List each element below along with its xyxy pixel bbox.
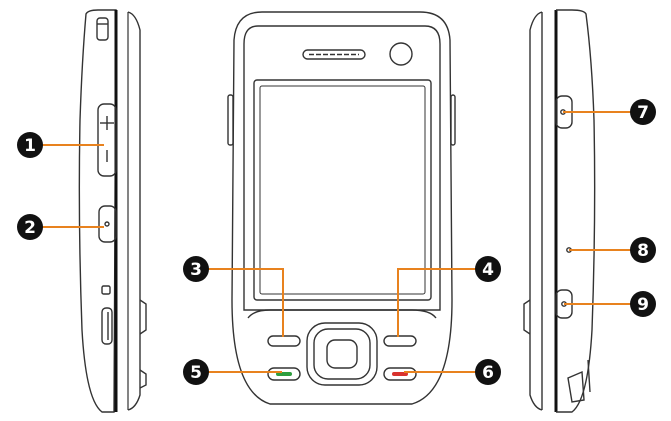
stylus-top bbox=[567, 370, 585, 403]
leader-line-4 bbox=[397, 268, 478, 337]
callout-5: 5 bbox=[183, 359, 209, 385]
callout-badge-2 bbox=[17, 214, 43, 240]
left-soft-key bbox=[267, 335, 301, 347]
left-side-back-curve bbox=[127, 11, 141, 411]
callout-badge-3 bbox=[183, 256, 209, 282]
callout-number-7: 7 bbox=[637, 103, 649, 123]
callout-number-5: 5 bbox=[190, 363, 202, 383]
callout-number-1: 1 bbox=[24, 136, 36, 156]
volume-rocker bbox=[97, 103, 117, 177]
right-soft-key bbox=[383, 335, 417, 347]
comm-manager-button bbox=[98, 205, 117, 243]
callout-badge-4 bbox=[475, 256, 501, 282]
left-side-view bbox=[78, 9, 147, 413]
callout-number-3: 3 bbox=[190, 260, 202, 280]
front-view bbox=[227, 11, 456, 405]
callout-1: 1 bbox=[17, 132, 43, 158]
callout-badge-5 bbox=[183, 359, 209, 385]
callout-8: 8 bbox=[630, 237, 656, 263]
stylus-slot bbox=[96, 17, 109, 41]
callout-number-6: 6 bbox=[482, 363, 494, 383]
callout-badge-8 bbox=[630, 237, 656, 263]
callout-9: 9 bbox=[630, 291, 656, 317]
callout-badge-1 bbox=[17, 132, 43, 158]
callout-number-2: 2 bbox=[24, 218, 36, 238]
callout-3: 3 bbox=[183, 256, 209, 282]
callout-6: 6 bbox=[475, 359, 501, 385]
callout-badge-6 bbox=[475, 359, 501, 385]
right-side-front-curve bbox=[529, 11, 543, 411]
screen bbox=[253, 79, 432, 301]
enter-button bbox=[326, 339, 358, 369]
card-slot bbox=[101, 307, 113, 345]
callout-number-9: 9 bbox=[637, 295, 649, 315]
navigation-pad-ring bbox=[306, 322, 378, 386]
callout-7: 7 bbox=[630, 99, 656, 125]
talk-key bbox=[267, 367, 301, 381]
slider-panel bbox=[243, 25, 441, 311]
front-body bbox=[231, 11, 453, 405]
left-side-body bbox=[78, 9, 117, 413]
callout-badge-9 bbox=[630, 291, 656, 317]
leader-line-3 bbox=[206, 268, 284, 337]
card-icon bbox=[101, 285, 111, 295]
right-side-view bbox=[523, 9, 596, 413]
right-side-body bbox=[556, 9, 596, 413]
callout-number-4: 4 bbox=[482, 260, 494, 280]
front-camera bbox=[389, 42, 413, 66]
leader-lines bbox=[42, 111, 632, 373]
callout-badge-7 bbox=[630, 99, 656, 125]
callout-4: 4 bbox=[475, 256, 501, 282]
callout-2: 2 bbox=[17, 214, 43, 240]
earpiece bbox=[302, 49, 366, 60]
end-key bbox=[383, 367, 417, 381]
callout-number-8: 8 bbox=[637, 241, 649, 261]
